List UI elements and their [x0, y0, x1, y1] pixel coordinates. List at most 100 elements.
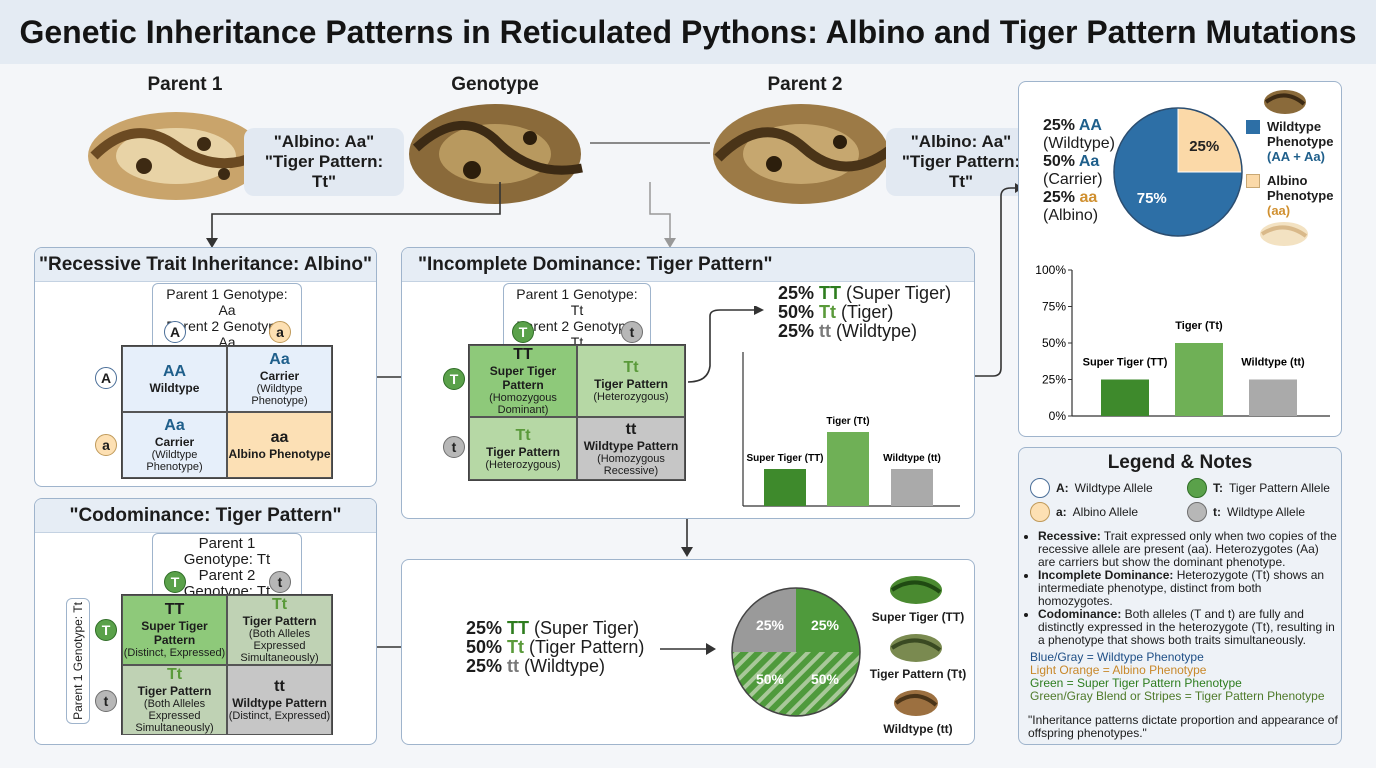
bar-label: Wildtype (tt) — [883, 453, 941, 464]
codominance-ratios: 25% TT (Super Tiger) 50% Tt (Tiger Patte… — [466, 619, 644, 676]
codominance-col-allele: T — [164, 571, 186, 593]
pie-label: 75% — [1137, 190, 1167, 207]
pie-slice — [796, 588, 860, 652]
bar — [1101, 379, 1149, 416]
bar — [891, 469, 933, 506]
pie-slice — [732, 652, 796, 716]
ratio-line: 25% TT (Super Tiger) — [466, 618, 640, 638]
recessive-col-allele: a — [269, 321, 291, 343]
legend-quote: "Inheritance patterns dictate proportion… — [1028, 713, 1338, 740]
ratio-line: 25% tt (Wildtype) — [778, 321, 918, 341]
incomplete-col-allele: t — [621, 321, 643, 343]
parent1-genotype-bubble: "Albino: Aa" "Tiger Pattern: Tt" — [244, 128, 404, 196]
header-banner: Genetic Inheritance Patterns in Reticula… — [0, 0, 1376, 64]
parent2-genotype-bubble: "Albino: Aa" "Tiger Pattern: Tt" — [886, 128, 1036, 196]
connector-line — [377, 376, 403, 378]
codominance-arrow — [660, 643, 716, 655]
y-tick-label: 50% — [1042, 336, 1066, 350]
albino-swatch — [1246, 174, 1260, 188]
parent1-tiger-text: "Tiger Pattern: Tt" — [264, 152, 384, 191]
parent2-tiger-text: "Tiger Pattern: Tt" — [901, 152, 1021, 191]
bar-label: Wildtype (tt) — [1241, 357, 1305, 369]
codominance-side-text: Parent 1 Genotype: Tt — [71, 602, 86, 720]
codominance-p1: Parent 1 Genotype: Tt — [183, 535, 271, 568]
recessive-title: "Recessive Trait Inheritance: Albino" — [35, 248, 376, 282]
legend-notes: Recessive: Trait expressed only when two… — [1038, 530, 1338, 647]
wildtype-swatch — [1246, 120, 1260, 134]
legend-allele-row: t: Wildtype Allele — [1187, 502, 1305, 522]
ratio-line: 25% TT (Super Tiger) — [778, 283, 952, 303]
codominance-side-label: Parent 1 Genotype: Tt — [66, 598, 90, 724]
color-key-line: Green/Gray Blend or Stripes = Tiger Patt… — [1030, 689, 1325, 703]
parent2-albino-text: "Albino: Aa" — [910, 132, 1012, 151]
super-tiger-snake-icon — [890, 576, 942, 604]
pie-label: 50% — [811, 671, 840, 687]
parent1-snake-image — [88, 112, 264, 200]
incomplete-bar-chart: Super Tiger (TT)Tiger (Tt)Wildtype (tt) — [742, 352, 960, 507]
pie-label: 50% — [756, 671, 785, 687]
legend-title: Legend & Notes — [1107, 452, 1253, 473]
bar — [1175, 343, 1223, 416]
color-key: Blue/Gray = Wildtype Phenotype Light Ora… — [1030, 651, 1335, 703]
parent1-label: Parent 1 — [147, 74, 223, 95]
bar — [1249, 379, 1297, 416]
albino-snake-icon — [1260, 222, 1308, 246]
connector-line — [590, 142, 710, 144]
y-tick-label: 0% — [1049, 409, 1067, 423]
genotype-label: Genotype — [451, 74, 539, 95]
wildtype-snake-icon — [1264, 90, 1306, 114]
pie-label: 25% — [811, 617, 840, 633]
legend-allele-row: A: Wildtype Allele — [1030, 478, 1153, 498]
y-tick-label: 25% — [1042, 373, 1066, 387]
albino-ratios: 25% AA(Wildtype) 50% Aa(Carrier) 25% aa(… — [1043, 117, 1116, 224]
color-key-line: Green = Super Tiger Pattern Phenotype — [1030, 676, 1242, 690]
ratio-line: 50% Tt (Tiger) — [778, 302, 894, 322]
codominance-row-allele: T — [95, 619, 117, 641]
tiger-snake-icon — [890, 634, 942, 662]
top-arrows — [206, 182, 676, 248]
parent2-label: Parent 2 — [767, 74, 843, 95]
note-item: Codominance: Both alleles (T and t) are … — [1038, 608, 1338, 647]
legend-panel — [1018, 447, 1342, 745]
incomplete-col-allele: T — [512, 321, 534, 343]
incomplete-arrow — [687, 306, 764, 383]
albino-pie-chart: 25%75% — [1113, 107, 1243, 237]
pie-label: 25% — [756, 617, 785, 633]
codominance-result-panel — [401, 559, 975, 745]
recessive-row-allele: A — [95, 367, 117, 389]
color-key-line: Blue/Gray = Wildtype Phenotype — [1030, 650, 1204, 664]
pie-slice — [732, 588, 796, 652]
page-title: Genetic Inheritance Patterns in Reticula… — [19, 13, 1357, 50]
snake-label: Wildtype (tt) — [883, 722, 953, 736]
bar-label: Super Tiger (TT) — [746, 453, 823, 464]
recessive-p1: Parent 1 Genotype: Aa — [166, 286, 288, 318]
legend-allele-row: a: Albino Allele — [1030, 502, 1138, 522]
connector-line — [377, 646, 403, 648]
recessive-col-allele: A — [164, 321, 186, 343]
snake-label: Super Tiger (TT) — [871, 610, 965, 624]
incomplete-title: "Incomplete Dominance: Tiger Pattern" — [402, 248, 974, 282]
bar-label: Tiger (Tt) — [1175, 320, 1223, 332]
note-item: Incomplete Dominance: Heterozygote (Tt) … — [1038, 569, 1338, 608]
summary-bar-chart: 100%75%50%25%0%Super Tiger (TT)Tiger (Tt… — [1035, 263, 1330, 423]
ratio-line: 25% tt (Wildtype) — [466, 656, 606, 676]
down-arrow — [681, 519, 693, 557]
bar-label: Super Tiger (TT) — [1083, 357, 1168, 369]
note-item: Recessive: Trait expressed only when two… — [1038, 530, 1338, 569]
bar — [827, 432, 869, 506]
genotype-snake-image — [409, 104, 583, 204]
color-key-line: Light Orange = Albino Phenotype — [1030, 663, 1207, 677]
